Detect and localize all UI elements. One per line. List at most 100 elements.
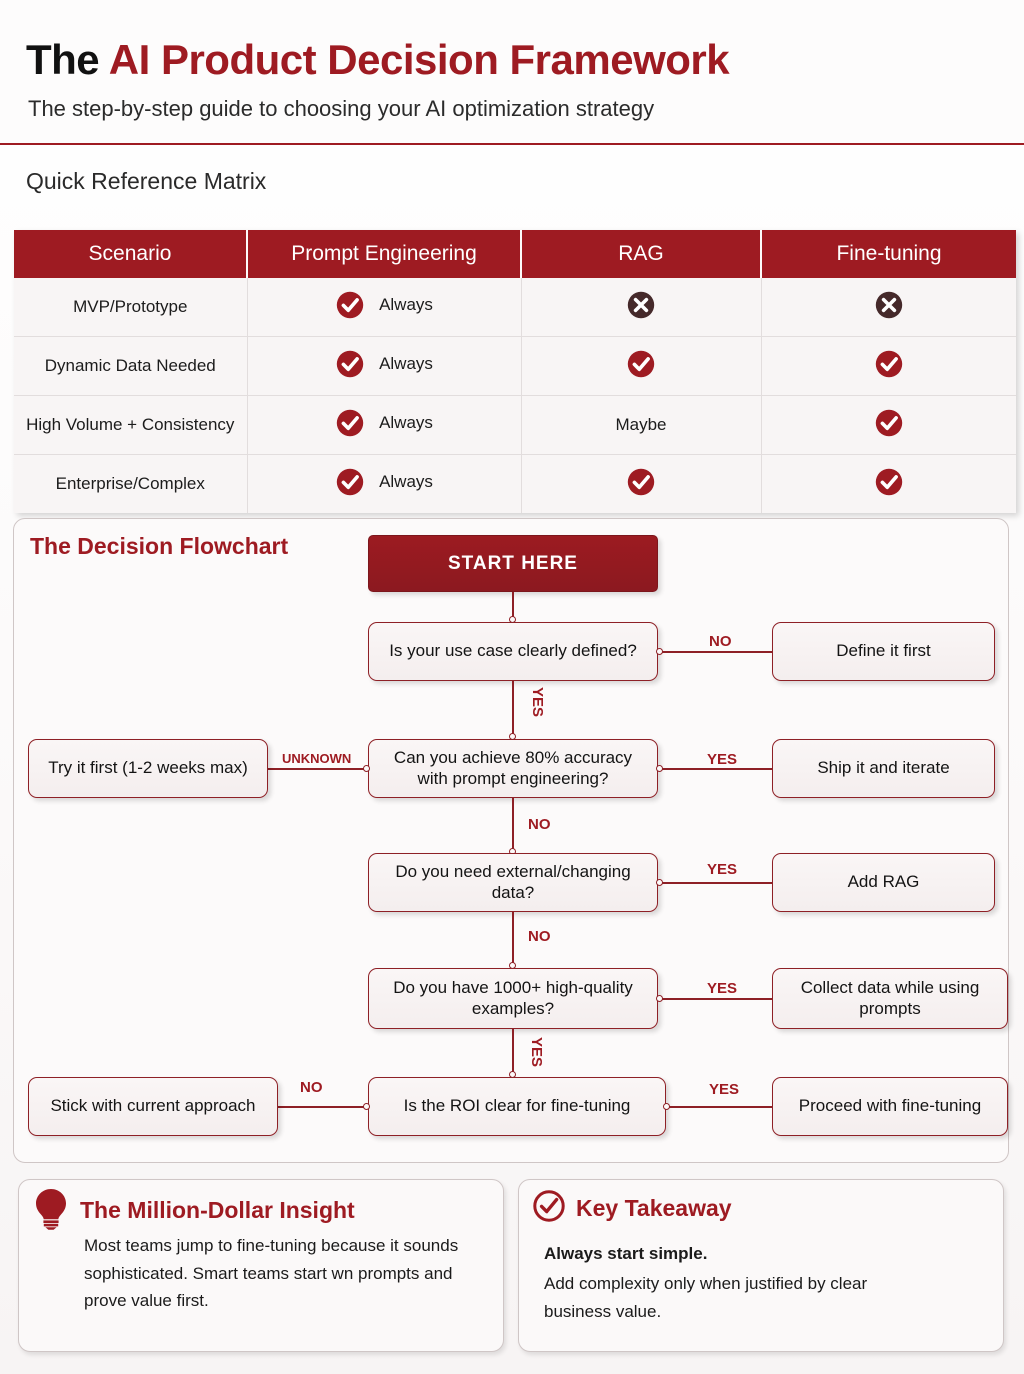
matrix-cell-scenario-2-text: High Volume + Consistency bbox=[26, 415, 235, 434]
matrix-cell-rag-2-content: Maybe bbox=[615, 415, 666, 435]
matrix-cell-prompt-0-text: Always bbox=[379, 294, 433, 314]
flowchart-title: The Decision Flowchart bbox=[30, 533, 289, 559]
flow-node-q5[interactable]: Is the ROI clear for fine-tuning bbox=[368, 1077, 666, 1136]
flow-node-q4[interactable]: Do you have 1000+ high-quality examples? bbox=[368, 968, 658, 1029]
matrix-cell-scenario-2: High Volume + Consistency bbox=[14, 395, 248, 455]
edge-q4-yes bbox=[658, 998, 772, 1000]
check-icon bbox=[626, 349, 656, 379]
quick-reference-matrix: Scenario Prompt Engineering RAG Fine-tun… bbox=[14, 230, 1016, 513]
edge-dot-q2-left bbox=[363, 765, 370, 772]
insight-card-header: The Million-Dollar Insight bbox=[32, 1186, 355, 1235]
edge-label-q2-unknown: UNKNOWN bbox=[282, 751, 352, 766]
edge-dot-q5-right bbox=[663, 1103, 670, 1110]
flow-node-ship-it-and-iterate[interactable]: Ship it and iterate bbox=[772, 739, 995, 798]
takeaway-card-body: Add complexity only when justified by cl… bbox=[544, 1274, 868, 1321]
edge-label-q1-no: NO bbox=[709, 633, 732, 650]
edge-label-q5-no: NO bbox=[300, 1079, 323, 1096]
check-icon bbox=[335, 290, 365, 320]
matrix-cell-rag-0 bbox=[521, 278, 762, 337]
edge-q5-no bbox=[278, 1106, 368, 1108]
flowchart-panel bbox=[13, 518, 1009, 1163]
edge-q2-unknown bbox=[268, 768, 368, 770]
check-icon bbox=[335, 467, 365, 497]
matrix-cell-ft-1-content bbox=[874, 349, 904, 379]
matrix-header-row: Scenario Prompt Engineering RAG Fine-tun… bbox=[14, 230, 1016, 278]
table-row: High Volume + Consistency Always Maybe bbox=[14, 395, 1016, 455]
matrix-col-scenario: Scenario bbox=[14, 230, 248, 278]
page-title: The AI Product Decision Framework bbox=[26, 36, 730, 84]
flow-node-define-it-first[interactable]: Define it first bbox=[772, 622, 995, 681]
matrix-cell-rag-3-content bbox=[626, 467, 656, 497]
matrix-col-rag: RAG bbox=[521, 230, 762, 278]
flow-node-collect-data[interactable]: Collect data while using prompts bbox=[772, 968, 1008, 1029]
edge-q2-yes bbox=[658, 768, 772, 770]
matrix-cell-scenario-0-content: MVP/Prototype bbox=[73, 297, 187, 317]
check-icon bbox=[335, 349, 365, 379]
page-title-highlight: AI Product Decision Framework bbox=[108, 36, 730, 83]
table-row: Enterprise/Complex Always bbox=[14, 454, 1016, 513]
check-icon bbox=[874, 349, 904, 379]
flow-node-q1[interactable]: Is your use case clearly defined? bbox=[368, 622, 658, 681]
matrix-cell-ft-2 bbox=[761, 395, 1016, 455]
matrix-cell-prompt-3-content: Always bbox=[335, 467, 433, 497]
matrix-cell-rag-1-content bbox=[626, 349, 656, 379]
flow-node-proceed-fine-tuning[interactable]: Proceed with fine-tuning bbox=[772, 1077, 1008, 1136]
check-icon bbox=[874, 467, 904, 497]
flow-node-stick-with-current[interactable]: Stick with current approach bbox=[28, 1077, 278, 1136]
matrix-cell-ft-2-content bbox=[874, 408, 904, 438]
edge-label-q2-yes: YES bbox=[707, 751, 738, 768]
matrix-cell-scenario-1: Dynamic Data Needed bbox=[14, 336, 248, 396]
matrix-cell-prompt-3-text: Always bbox=[379, 471, 433, 491]
matrix-cell-rag-1 bbox=[521, 336, 762, 396]
cross-icon bbox=[626, 290, 656, 320]
edge-dot-q1-right bbox=[656, 648, 663, 655]
edge-label-q3-yes: YES bbox=[707, 861, 738, 878]
matrix-section-label: Quick Reference Matrix bbox=[26, 168, 267, 194]
matrix-cell-prompt-1: Always bbox=[247, 336, 522, 396]
matrix-cell-rag-3 bbox=[521, 454, 762, 513]
lightbulb-icon bbox=[32, 1186, 70, 1235]
takeaway-card-lead: Always start simple. bbox=[544, 1244, 708, 1263]
check-circle-icon bbox=[532, 1189, 566, 1228]
edge-q3-to-q4 bbox=[512, 912, 514, 966]
edge-label-q2-no: NO bbox=[528, 816, 551, 833]
edge-q1-to-q2 bbox=[512, 681, 514, 737]
page-subtitle: The step-by-step guide to choosing your … bbox=[28, 96, 655, 121]
edge-label-q5-yes: YES bbox=[709, 1081, 740, 1098]
edge-label-q1-yes: YES bbox=[529, 687, 546, 718]
flow-node-try-it-first[interactable]: Try it first (1-2 weeks max) bbox=[28, 739, 268, 798]
insight-card-title: The Million-Dollar Insight bbox=[80, 1197, 355, 1223]
edge-dot-q4-right bbox=[656, 995, 663, 1002]
check-icon bbox=[874, 408, 904, 438]
matrix-cell-ft-3 bbox=[761, 454, 1016, 513]
takeaway-card-header: Key Takeaway bbox=[532, 1189, 732, 1228]
matrix-cell-scenario-3-content: Enterprise/Complex bbox=[56, 474, 205, 494]
edge-label-q3-no: NO bbox=[528, 928, 551, 945]
header: The AI Product Decision Framework The st… bbox=[0, 0, 1024, 145]
check-icon bbox=[335, 408, 365, 438]
edge-dot-q3-right bbox=[656, 879, 663, 886]
matrix-cell-prompt-0: Always bbox=[247, 278, 522, 337]
edge-dot-q5-left bbox=[363, 1103, 370, 1110]
matrix-cell-scenario-0: MVP/Prototype bbox=[14, 278, 248, 337]
table-row: MVP/Prototype Always bbox=[14, 278, 1016, 337]
edge-q4-to-q5 bbox=[512, 1029, 514, 1075]
matrix-cell-scenario-1-text: Dynamic Data Needed bbox=[44, 356, 216, 375]
table-row: Dynamic Data Needed Always bbox=[14, 336, 1016, 396]
matrix-cell-scenario-2-content: High Volume + Consistency bbox=[26, 415, 234, 435]
flow-node-add-rag[interactable]: Add RAG bbox=[772, 853, 995, 912]
matrix-cell-prompt-1-content: Always bbox=[335, 349, 433, 379]
flow-node-q3[interactable]: Do you need external/changing data? bbox=[368, 853, 658, 912]
matrix-cell-rag-2: Maybe bbox=[521, 395, 762, 455]
matrix-cell-ft-0 bbox=[761, 278, 1016, 337]
matrix-cell-scenario-0-text: MVP/Prototype bbox=[73, 297, 188, 316]
flow-node-q2[interactable]: Can you achieve 80% accuracy with prompt… bbox=[368, 739, 658, 798]
matrix-cell-prompt-2: Always bbox=[247, 395, 522, 455]
matrix-cell-prompt-1-text: Always bbox=[379, 353, 433, 373]
matrix-cell-rag-0-content bbox=[626, 290, 656, 320]
matrix-cell-prompt-3: Always bbox=[247, 454, 522, 513]
matrix-cell-scenario-3: Enterprise/Complex bbox=[14, 454, 248, 513]
flow-node-start[interactable]: START HERE bbox=[368, 535, 658, 592]
edge-q3-yes bbox=[658, 882, 772, 884]
